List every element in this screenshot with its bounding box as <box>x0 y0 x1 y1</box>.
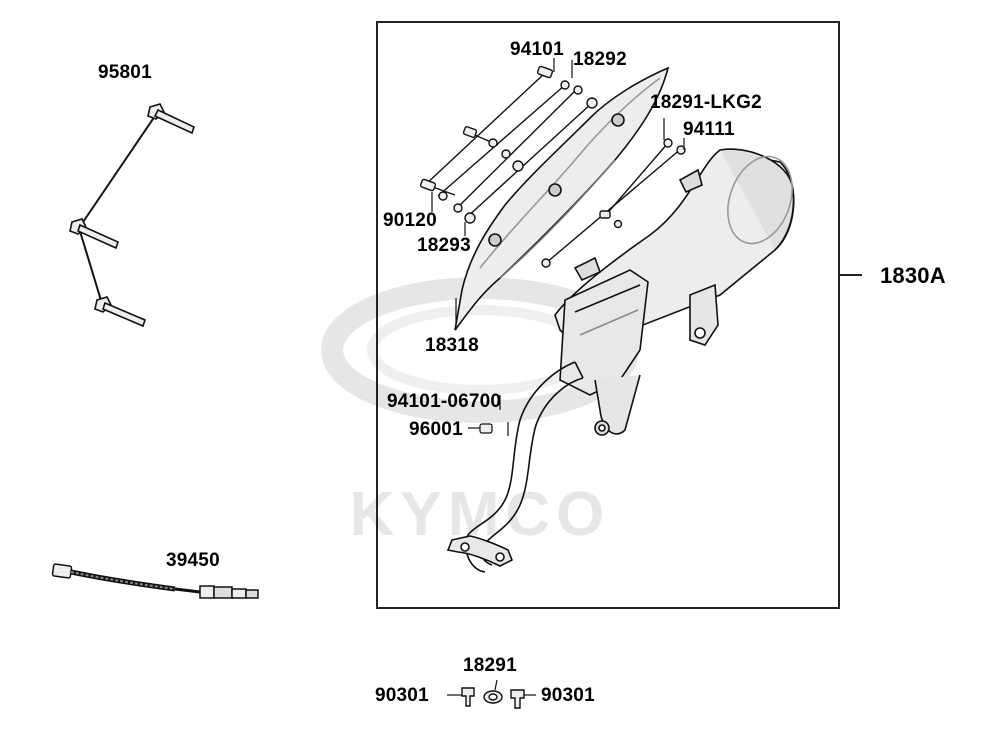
bottom-fasteners <box>447 679 536 709</box>
label-18293: 18293 <box>417 235 471 256</box>
label-94101: 94101 <box>510 39 564 60</box>
label-94101-06700: 94101-06700 <box>387 391 502 412</box>
exhaust-pipe <box>446 361 584 573</box>
bolt-icon <box>69 218 119 250</box>
label-96001: 96001 <box>409 419 463 440</box>
oxygen-sensor-39450 <box>51 563 259 599</box>
label-18291: 18291 <box>463 655 517 676</box>
label-94111: 94111 <box>683 119 735 140</box>
bolt-icon <box>147 103 195 135</box>
shield-fasteners <box>419 58 598 330</box>
label-assembly-1830a: 1830A <box>880 263 946 288</box>
label-90301-right: 90301 <box>541 685 595 706</box>
heat-shield-18318 <box>454 66 670 331</box>
muffler-body <box>554 148 795 436</box>
bolt-set-95801 <box>69 103 195 328</box>
label-90301-left: 90301 <box>375 685 429 706</box>
bracket-fasteners <box>541 118 686 268</box>
assembly-frame <box>376 21 840 609</box>
label-18292: 18292 <box>573 49 627 70</box>
label-18291-lkg2: 18291-LKG2 <box>650 92 762 113</box>
label-90120: 90120 <box>383 210 437 231</box>
label-18318: 18318 <box>425 335 479 356</box>
label-39450: 39450 <box>166 550 220 571</box>
label-95801: 95801 <box>98 62 152 83</box>
bolt-icon <box>94 296 146 328</box>
